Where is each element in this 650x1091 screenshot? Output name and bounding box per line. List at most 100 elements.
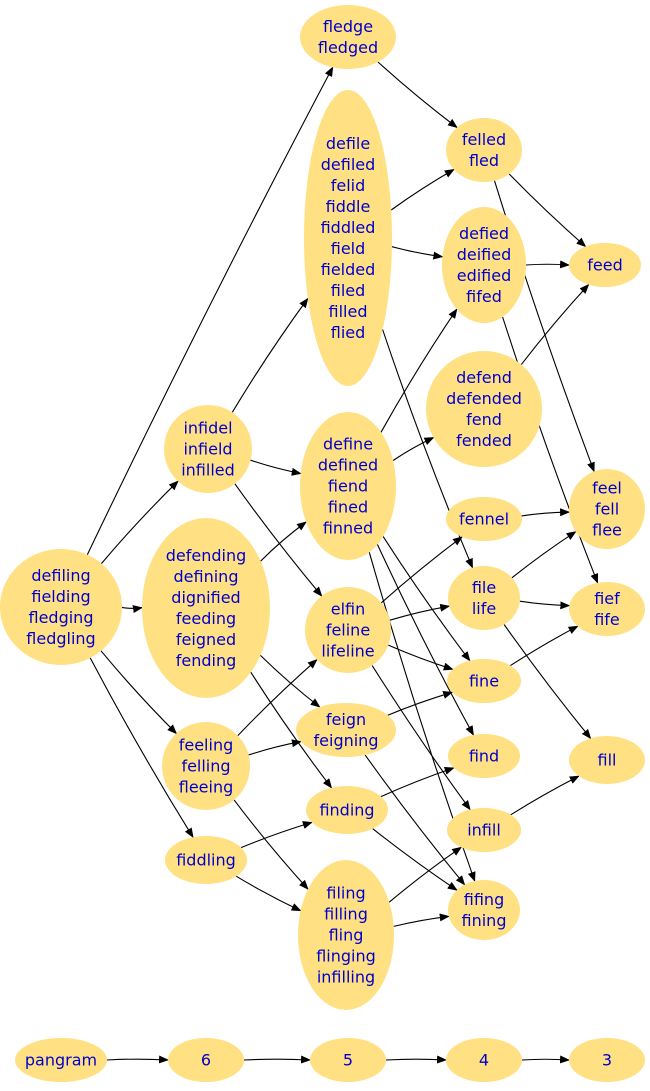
node-word: lifeline <box>321 642 374 661</box>
node-word: flied <box>331 323 366 342</box>
node-word: fennel <box>459 510 509 529</box>
node-word: edified <box>457 266 512 285</box>
node-word: feeding <box>176 609 236 628</box>
node-word: defended <box>446 389 522 408</box>
edge-file-to-fief <box>519 600 571 610</box>
node-word: felled <box>462 130 506 149</box>
edge-pangram-to-n6 <box>106 1055 169 1064</box>
node-word: fiend <box>328 477 368 496</box>
node-word: deified <box>457 245 512 264</box>
node-ellipse <box>442 207 526 323</box>
edge-infidel-to-elfin <box>234 483 323 597</box>
node-ellipse <box>304 90 392 386</box>
edge-defiling-to-fiddling <box>89 657 194 839</box>
node-word: filled <box>329 302 368 321</box>
edge-defied-to-feed <box>525 260 570 269</box>
node-word: infill <box>467 821 501 840</box>
edge-defile-to-felled <box>390 169 455 211</box>
node-word: fending <box>176 651 237 670</box>
edge-fledge-to-felled <box>377 61 458 129</box>
edge-defend-to-feed <box>520 283 590 365</box>
node-pangram: pangram <box>15 1038 107 1082</box>
node-word: 6 <box>201 1051 211 1070</box>
node-word: fleeing <box>179 778 234 797</box>
node-word: file <box>472 578 496 597</box>
node-ellipse <box>142 518 270 698</box>
edge-define-to-defend <box>392 437 435 461</box>
node-ellipse <box>305 587 391 673</box>
node-ellipse <box>296 703 396 757</box>
node-ellipse <box>446 1038 522 1082</box>
edge-define-to-defied <box>380 308 458 433</box>
node-word: defined <box>318 456 378 475</box>
edge-infill-to-fill <box>510 775 580 816</box>
node-feed: feed <box>569 243 641 287</box>
node-word: flee <box>592 521 622 540</box>
node-word: defiled <box>321 155 376 174</box>
edge-feign-to-fine <box>387 691 454 716</box>
edge-feeling-to-filing <box>233 799 309 890</box>
node-ellipse <box>447 808 521 852</box>
node-word: fiddling <box>176 851 236 870</box>
node-ellipse <box>569 582 645 636</box>
node-word: fended <box>456 431 512 450</box>
node-word: 5 <box>343 1051 353 1070</box>
node-word: defining <box>174 567 239 586</box>
node-word: define <box>323 435 373 454</box>
node-file: file life <box>448 566 520 630</box>
node-ellipse <box>448 566 520 630</box>
node-defile: defiledefiledfelidfiddlefiddledfieldfiel… <box>304 90 392 386</box>
node-word: fifing <box>464 890 504 909</box>
node-ellipse <box>306 786 388 834</box>
node-word: life <box>472 599 496 618</box>
edge-define-to-fine <box>382 536 471 662</box>
node-ellipse <box>569 736 645 784</box>
node-word: fled <box>469 151 499 170</box>
node-word: find <box>469 747 499 766</box>
node-word: fill <box>598 751 617 770</box>
node-word: feed <box>587 256 622 275</box>
node-word: finding <box>319 801 374 820</box>
node-ellipse <box>569 1038 645 1082</box>
node-word: defiling <box>31 566 90 585</box>
node-word: field <box>331 239 366 258</box>
node-n3: 3 <box>569 1038 645 1082</box>
node-word: defile <box>326 134 370 153</box>
edge-feeling-to-feign <box>248 739 302 756</box>
node-word: fine <box>469 672 499 691</box>
node-word: filing <box>326 884 365 903</box>
node-word: elfin <box>331 600 366 619</box>
node-fill: fill <box>569 736 645 784</box>
edge-defending-to-define <box>260 521 307 562</box>
node-word: defied <box>459 224 509 243</box>
node-word: fledgling <box>26 629 95 648</box>
node-word: flinging <box>316 947 376 966</box>
edge-file-to-feel <box>511 531 577 579</box>
node-ellipse <box>15 1038 107 1082</box>
node-word: feigned <box>176 630 236 649</box>
node-word: feel <box>592 479 622 498</box>
nodes-layer: fledgefledgedfelledfleddefiledefiledfeli… <box>0 5 645 1082</box>
node-defending: defendingdefiningdignifiedfeedingfeigned… <box>142 518 270 698</box>
node-n4: 4 <box>446 1038 522 1082</box>
node-word: infilled <box>181 461 235 480</box>
node-word: fiddle <box>326 197 371 216</box>
node-ellipse <box>298 860 394 1010</box>
node-word: filling <box>324 905 368 924</box>
node-fennel: fennel <box>446 497 522 541</box>
node-word: feeling <box>179 736 234 755</box>
node-finding: finding <box>306 786 388 834</box>
node-ellipse <box>0 549 122 665</box>
edge-defending-to-finding <box>250 671 333 789</box>
node-word: pangram <box>25 1051 97 1070</box>
